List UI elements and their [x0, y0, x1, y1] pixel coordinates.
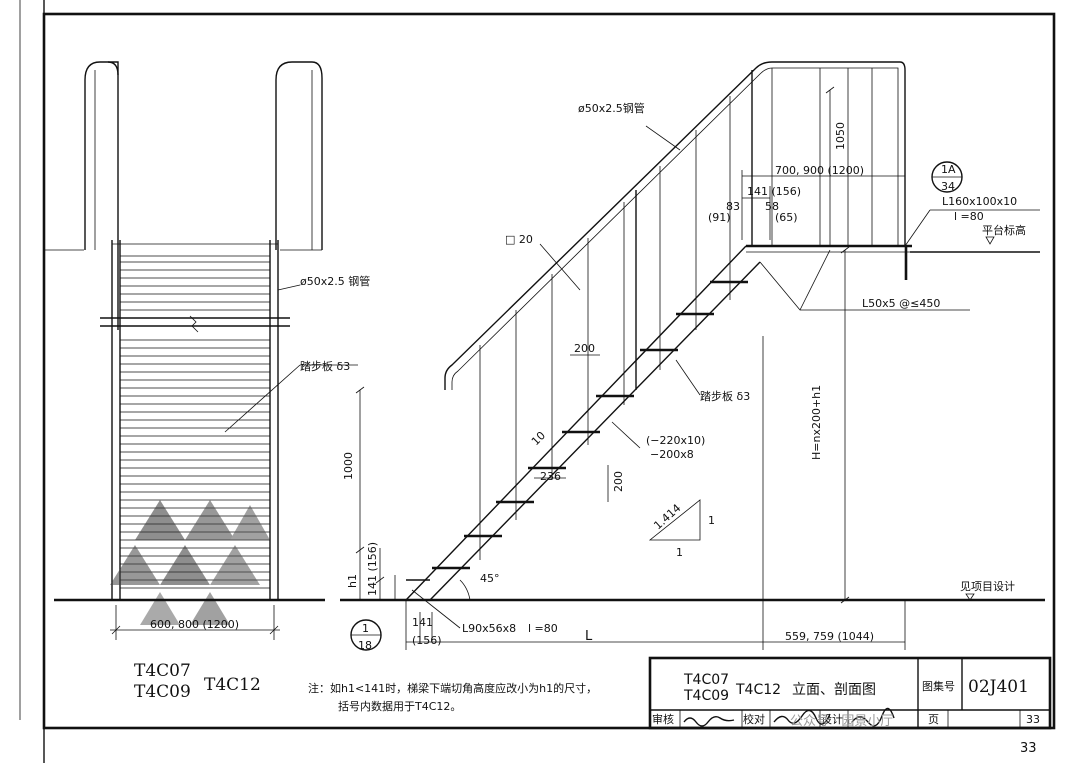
- dim-141-156-vertical: 141 (156): [366, 542, 379, 596]
- height-1050: 1050: [834, 122, 847, 150]
- watermark-text: 公众号 · 园景小厅: [790, 714, 893, 729]
- left-tread-label: 踏步板 δ3: [300, 359, 350, 373]
- ground-level-label: 见项目设计: [960, 580, 1015, 593]
- review-label: 审核: [652, 712, 674, 726]
- angle-length: l =80: [954, 210, 984, 223]
- stringer-outer: [405, 245, 747, 601]
- signature-reviewer: [683, 715, 735, 727]
- angle-45: 45°: [480, 572, 500, 585]
- dim-141-156: 141 (156): [747, 185, 801, 198]
- dim-58: 58: [765, 200, 779, 213]
- dim-156: (156): [412, 634, 442, 647]
- left-elevation-view: [44, 61, 358, 640]
- dim-L: L: [585, 629, 593, 644]
- drawing-frame: [42, 12, 1056, 730]
- model-t4c12: T4C12: [204, 675, 261, 695]
- model-t4c09: T4C09: [134, 682, 191, 702]
- detail-top-sheet: 34: [941, 180, 955, 193]
- platform-level-label: 平台标高: [982, 223, 1026, 237]
- angle-label: L160x100x10: [942, 195, 1017, 208]
- atlas-label: 图集号: [922, 679, 955, 693]
- right-section-view: [340, 61, 1045, 651]
- title-model-a: T4C07: [683, 672, 729, 688]
- note-line-1: 注：如h1<141时，梯梁下端切角高度应改小为h1的尺寸，: [308, 681, 597, 695]
- dim-200-top: 200: [574, 342, 595, 355]
- bottom-angle-label: L90x56x8: [462, 622, 516, 635]
- check-label: 校对: [743, 712, 765, 726]
- design-label: 设计: [821, 713, 843, 726]
- right-tread-label: 踏步板 δ3: [700, 389, 750, 403]
- dim-200-riser: 200: [612, 471, 625, 492]
- signature-designer: [851, 707, 895, 727]
- left-width-dim: 600, 800 (1200): [150, 618, 239, 631]
- drawing-title: 立面、剖面图: [792, 682, 876, 698]
- note-line-2: 括号内数据用于T4C12。: [338, 699, 461, 713]
- height-formula: H=nx200+h1: [810, 385, 823, 460]
- page-number-cell: 33: [1026, 713, 1040, 726]
- title-model-b: T4C09: [683, 688, 729, 704]
- dim-91: (91): [708, 211, 731, 224]
- detail-bottom-sheet: 18: [358, 639, 372, 652]
- dim-236: 236: [540, 470, 561, 483]
- slope-triangle: [648, 499, 701, 541]
- dim-10: 10: [529, 429, 548, 448]
- scan-watermark-pattern: [110, 500, 270, 625]
- page-label: 页: [928, 713, 939, 726]
- dim-h1: h1: [346, 574, 359, 588]
- page-number: 33: [1020, 741, 1037, 756]
- slope-1b: 1: [676, 546, 683, 559]
- bottom-angle-length: l =80: [528, 622, 558, 635]
- signature-checker: [773, 709, 831, 725]
- left-pipe-label: ø50x2.5 钢管: [300, 274, 370, 288]
- slope-1a: 1: [708, 514, 715, 527]
- title-block: [648, 656, 1052, 730]
- stringer-label-1: (−220x10): [646, 434, 705, 447]
- square-bar-label: □ 20: [505, 233, 533, 246]
- dim-83: 83: [726, 200, 740, 213]
- dim-141: 141: [412, 616, 433, 629]
- height-1000: 1000: [342, 452, 355, 480]
- title-model-c: T4C12: [735, 682, 781, 698]
- dim-65: (65): [775, 211, 798, 224]
- atlas-number: 02J401: [968, 677, 1029, 697]
- pipe-label: ø50x2.5钢管: [578, 101, 645, 115]
- detail-top-number: 1A: [941, 163, 956, 176]
- detail-bottom-number: 1: [362, 622, 369, 635]
- stringer-label-2: −200x8: [650, 448, 694, 461]
- beam-label: L50x5 @≤450: [862, 297, 940, 310]
- dim-559: 559, 759 (1044): [785, 630, 874, 643]
- handrail-top: [444, 61, 906, 390]
- right-treads: [432, 280, 748, 570]
- model-t4c07: T4C07: [134, 661, 191, 681]
- platform-length-dim: 700, 900 (1200): [775, 164, 864, 177]
